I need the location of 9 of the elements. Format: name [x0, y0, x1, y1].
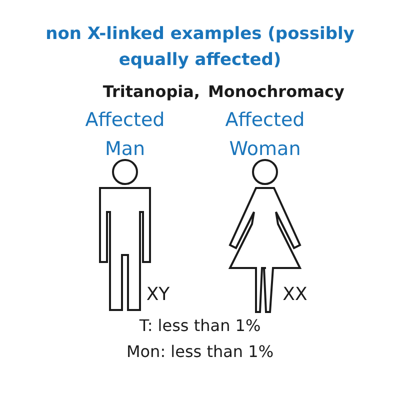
- heading: Tritanopia,: [102, 82, 200, 103]
- title: non X-linked examples (possibly equally affected): [44, 23, 356, 72]
- figure-label: Affected Woman: [225, 108, 305, 162]
- figure-label: Affected Man: [85, 108, 165, 162]
- prevalence-note: Mon: less than 1%: [125, 342, 275, 363]
- prevalence-note: T: less than 1%: [138, 316, 262, 337]
- chromosome-label: XX: [282, 283, 308, 306]
- heading: Monochromacy: [208, 82, 346, 103]
- chromosome-label: XY: [145, 283, 171, 306]
